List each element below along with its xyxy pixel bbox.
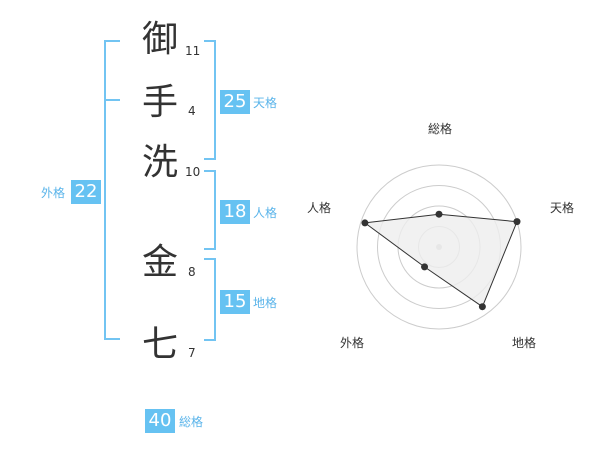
jinkaku-bracket <box>204 170 216 250</box>
name-char-4: 金 <box>141 242 178 283</box>
radar-point-right <box>513 218 521 226</box>
radar-label-gaikaku: 外格 <box>339 336 364 350</box>
stroke-count-3: 10 <box>185 165 201 179</box>
stroke-count-5: 7 <box>188 346 196 360</box>
name-char-1: 御 <box>141 19 178 60</box>
stroke-count-2: 4 <box>188 104 196 118</box>
gaikaku-bracket-tick <box>104 99 120 101</box>
chikaku-label: 地格 <box>253 296 278 310</box>
chikaku-value-badge: 15 <box>220 290 250 314</box>
soukaku-label: 総格 <box>179 415 204 429</box>
radar-point-bottom-left <box>421 263 429 271</box>
radar-label-jinkaku: 人格 <box>306 201 331 215</box>
name-char-3: 洗 <box>141 142 178 183</box>
radar-label-tenkaku: 天格 <box>549 201 574 215</box>
chikaku-bracket <box>204 258 216 341</box>
radar-ring-1 <box>356 164 522 330</box>
gaikaku-bracket <box>104 40 120 340</box>
radar-point-bottom-right <box>478 303 486 311</box>
soukaku-value-badge: 40 <box>145 409 175 433</box>
tenkaku-bracket <box>204 40 216 160</box>
stroke-count-1: 11 <box>185 44 201 58</box>
jinkaku-value-badge: 18 <box>220 200 250 224</box>
name-char-5: 七 <box>141 324 178 365</box>
gaikaku-label: 外格 <box>41 186 66 200</box>
jinkaku-label: 人格 <box>253 206 278 220</box>
radar-point-left <box>361 219 369 227</box>
radar-label-chikaku: 地格 <box>511 336 536 350</box>
radar-polygon <box>363 213 518 308</box>
radar-label-soukaku: 総格 <box>427 122 452 136</box>
radar-point-top <box>435 210 443 218</box>
name-char-2: 手 <box>141 82 178 123</box>
gaikaku-value-badge: 22 <box>71 180 101 204</box>
stroke-count-4: 8 <box>188 265 196 279</box>
tenkaku-value-badge: 25 <box>220 90 250 114</box>
tenkaku-label: 天格 <box>253 96 278 110</box>
